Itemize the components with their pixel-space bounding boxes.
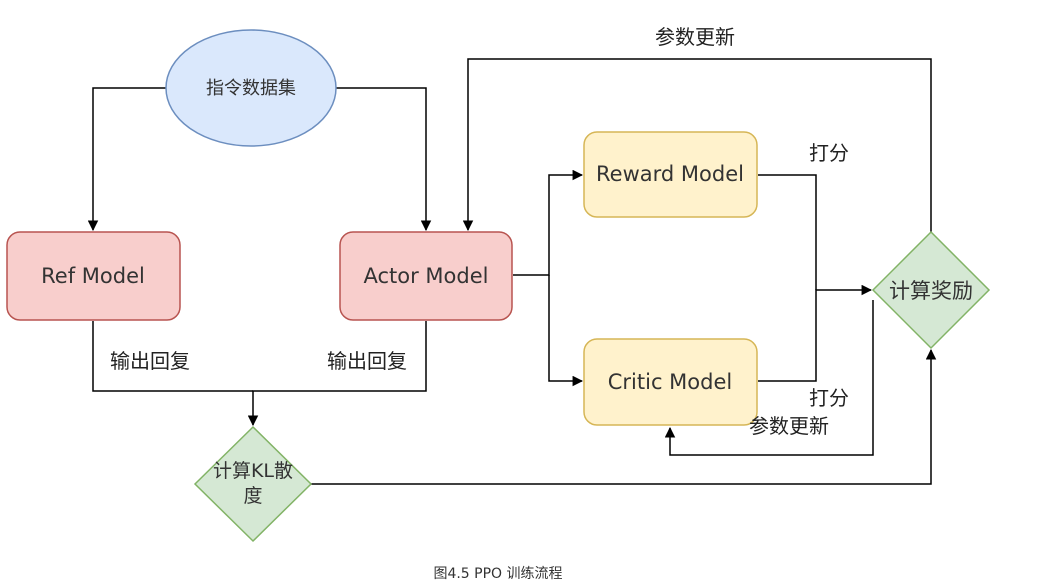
node-reward-model: Reward Model (583, 131, 758, 218)
edge-label-score-reward: 打分 (809, 141, 849, 165)
edge-compute-to-critic-update (664, 300, 874, 456)
edge-actor-to-kl (247, 321, 427, 427)
edge-label-output-ref: 输出回复 (110, 349, 190, 373)
edge-compute-to-actor-update (462, 58, 932, 232)
node-ref-model: Ref Model (6, 231, 181, 321)
node-dataset: 指令数据集 (165, 29, 337, 147)
dataset-label: 指令数据集 (206, 78, 296, 99)
ref-model-label: Ref Model (41, 264, 145, 288)
edge-label-param-update-critic: 参数更新 (749, 414, 829, 438)
edge-actor-to-critic (548, 275, 584, 387)
figure-caption: 图4.5 PPO 训练流程 (433, 566, 562, 582)
edge-label-score-critic: 打分 (809, 386, 849, 410)
actor-model-label: Actor Model (364, 264, 489, 288)
edge-actor-to-reward (513, 169, 584, 276)
compute-reward-label: 计算奖励 (889, 279, 973, 303)
edge-ref-to-kl (92, 321, 253, 392)
edges (87, 58, 937, 485)
edge-kl-to-compute (311, 348, 937, 485)
edge-reward-to-compute (758, 174, 817, 290)
edge-dataset-to-actor (336, 87, 432, 232)
edge-critic-to-compute (758, 284, 873, 382)
critic-model-label: Critic Model (608, 370, 732, 394)
node-compute-kl: 计算KL散 度 (193, 425, 313, 543)
compute-kl-label-line2: 度 (243, 485, 262, 507)
edge-dataset-to-ref (87, 87, 166, 232)
reward-model-label: Reward Model (596, 162, 744, 186)
compute-kl-label-line1: 计算KL散 (213, 460, 293, 482)
node-compute-reward: 计算奖励 (871, 230, 991, 350)
edge-label-param-update-top: 参数更新 (655, 25, 735, 49)
node-actor-model: Actor Model (339, 231, 513, 321)
edge-label-output-actor: 输出回复 (327, 349, 407, 373)
node-critic-model: Critic Model (583, 338, 758, 426)
